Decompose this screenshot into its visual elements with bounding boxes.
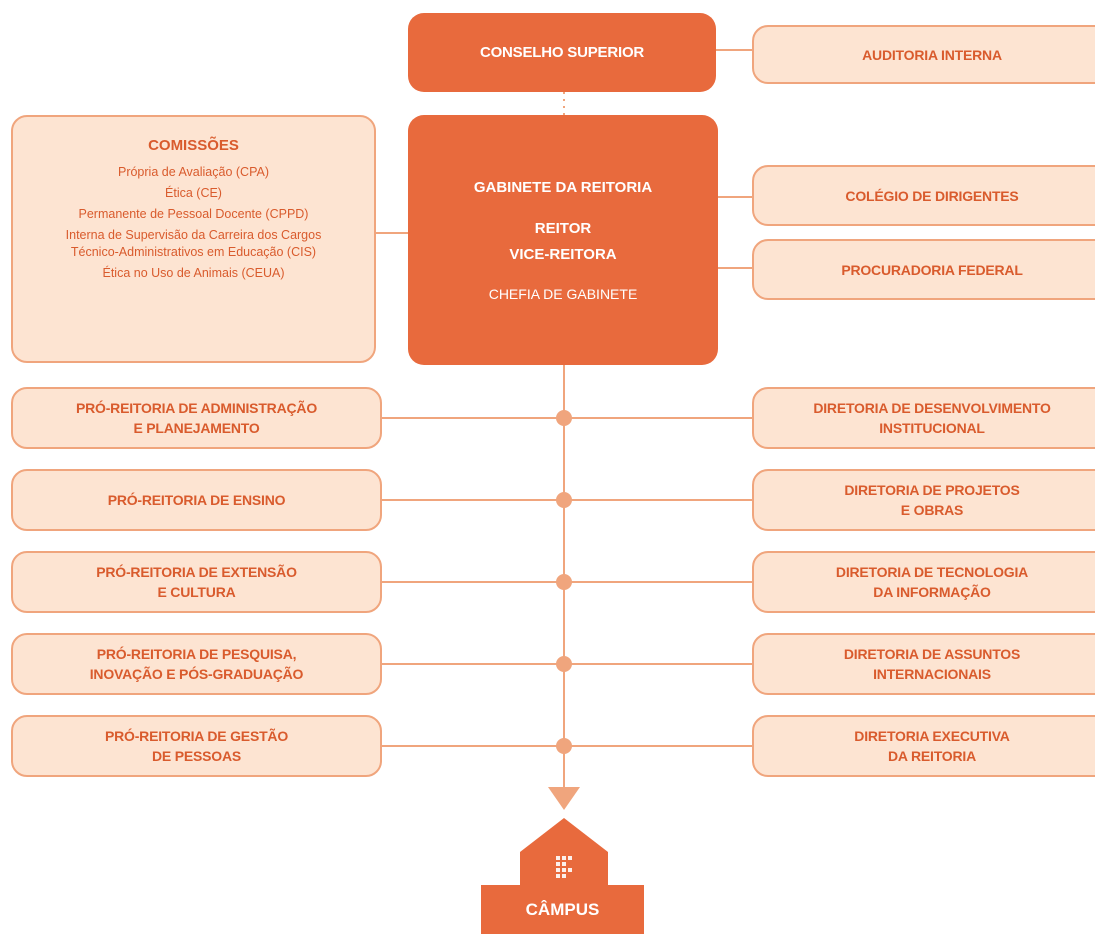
diretoria-line2: INSTITUCIONAL xyxy=(879,420,985,436)
pro-reitoria-line1: PRÓ-REITORIA DE ENSINO xyxy=(107,492,286,508)
pro-reitoria-line1: PRÓ-REITORIA DE PESQUISA, xyxy=(96,646,297,662)
comissao-item: Própria de Avaliação (CPA) xyxy=(117,165,269,179)
diretoria-box: DIRETORIA DE ASSUNTOS INTERNACIONAIS xyxy=(752,633,1095,695)
chefia-gabinete-label: CHEFIA DE GABINETE xyxy=(488,285,638,302)
pro-reitoria-line1: PRÓ-REITORIA DE ADMINISTRAÇÃO xyxy=(75,400,318,416)
pro-reitoria-box: PRÓ-REITORIA DE PESQUISA, INOVAÇÃO E PÓS… xyxy=(11,633,382,695)
conselho-superior-box: CONSELHO SUPERIOR xyxy=(408,13,716,92)
junction-dot-1 xyxy=(556,410,572,426)
colegio-dirigentes-box: COLÉGIO DE DIRIGENTES xyxy=(752,165,1095,226)
junction-dot-2 xyxy=(556,492,572,508)
auditoria-interna-label: AUDITORIA INTERNA xyxy=(862,46,1002,63)
gabinete-reitoria-box: GABINETE DA REITORIA REITOR VICE-REITORA… xyxy=(408,115,718,365)
diretoria-box: DIRETORIA DE TECNOLOGIA DA INFORMAÇÃO xyxy=(752,551,1095,613)
comissao-item: Ética (CE) xyxy=(165,186,222,200)
diretoria-line2: INTERNACIONAIS xyxy=(873,666,991,682)
pro-reitoria-box: PRÓ-REITORIA DE ENSINO xyxy=(11,469,382,531)
procuradoria-federal-box: PROCURADORIA FEDERAL xyxy=(752,239,1095,300)
diretoria-line1: DIRETORIA DE PROJETOS xyxy=(844,482,1020,498)
pro-reitoria-line2: E PLANEJAMENTO xyxy=(133,420,260,436)
pro-reitoria-line1: PRÓ-REITORIA DE GESTÃO xyxy=(104,728,289,744)
diretoria-box: DIRETORIA DE DESENVOLVIMENTO INSTITUCION… xyxy=(752,387,1095,449)
down-arrow-icon xyxy=(548,787,580,810)
comissoes-box: COMISSÕES Própria de Avaliação (CPA) Éti… xyxy=(11,115,376,363)
comissao-item: Ética no Uso de Animais (CEUA) xyxy=(102,266,285,280)
pro-reitoria-box: PRÓ-REITORIA DE EXTENSÃO E CULTURA xyxy=(11,551,382,613)
junction-dot-5 xyxy=(556,738,572,754)
campus-house-icon xyxy=(520,818,608,885)
campus-label: CÂMPUS xyxy=(481,885,644,934)
reitor-label: REITOR xyxy=(534,219,592,237)
comissoes-title: COMISSÕES xyxy=(148,137,239,154)
pro-reitoria-line2: INOVAÇÃO E PÓS-GRADUAÇÃO xyxy=(89,666,304,682)
diretoria-line1: DIRETORIA DE TECNOLOGIA xyxy=(835,564,1029,580)
diretoria-line2: E OBRAS xyxy=(900,502,964,518)
pro-reitoria-box: PRÓ-REITORIA DE GESTÃO DE PESSOAS xyxy=(11,715,382,777)
comissao-item: Permanente de Pessoal Docente (CPPD) xyxy=(78,207,309,221)
gabinete-title: GABINETE DA REITORIA xyxy=(473,178,653,196)
diretoria-line2: DA REITORIA xyxy=(887,748,977,764)
diretoria-box: DIRETORIA DE PROJETOS E OBRAS xyxy=(752,469,1095,531)
diretoria-line1: DIRETORIA EXECUTIVA xyxy=(854,728,1010,744)
conselho-superior-label: CONSELHO SUPERIOR xyxy=(479,43,645,61)
vice-reitora-label: VICE-REITORA xyxy=(509,245,617,263)
pro-reitoria-box: PRÓ-REITORIA DE ADMINISTRAÇÃO E PLANEJAM… xyxy=(11,387,382,449)
junction-dot-4 xyxy=(556,656,572,672)
diretoria-box: DIRETORIA EXECUTIVA DA REITORIA xyxy=(752,715,1095,777)
auditoria-interna-box: AUDITORIA INTERNA xyxy=(752,25,1095,84)
diretoria-line1: DIRETORIA DE ASSUNTOS xyxy=(843,646,1021,662)
junction-dot-3 xyxy=(556,574,572,590)
pro-reitoria-line2: DE PESSOAS xyxy=(151,748,242,764)
pro-reitoria-line1: PRÓ-REITORIA DE EXTENSÃO xyxy=(96,564,297,580)
diretoria-line1: DIRETORIA DE DESENVOLVIMENTO xyxy=(813,400,1051,416)
pro-reitoria-line2: E CULTURA xyxy=(157,584,236,600)
comissao-item: Interna de Supervisão da Carreira dos Ca… xyxy=(65,228,322,259)
colegio-dirigentes-label: COLÉGIO DE DIRIGENTES xyxy=(845,187,1019,204)
diretoria-line2: DA INFORMAÇÃO xyxy=(873,584,991,600)
procuradoria-federal-label: PROCURADORIA FEDERAL xyxy=(841,261,1023,278)
